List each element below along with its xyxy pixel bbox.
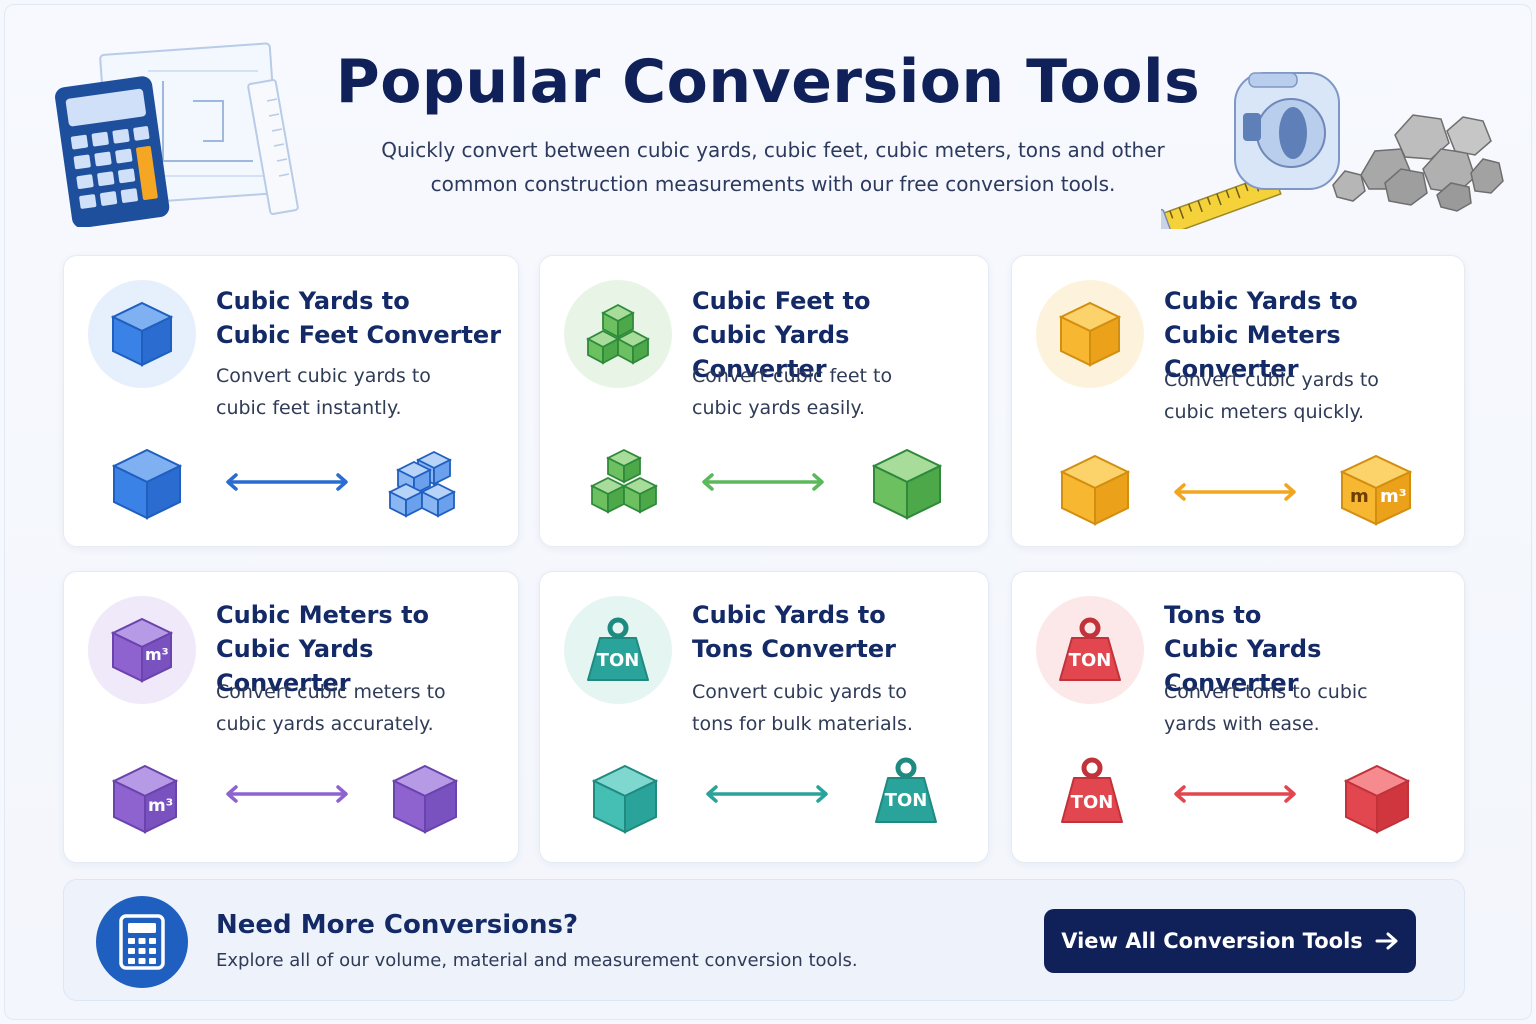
calculator-icon [96,896,188,988]
m3-label: m³ [148,796,174,816]
large-cube-icon [111,448,183,520]
large-cube-icon [1343,764,1411,834]
cube-icon [1058,301,1122,367]
page: Popular Conversion Tools Quickly convert… [4,4,1532,1020]
card-icon-badge [88,280,196,388]
card-icon-badge [1036,280,1144,388]
weight-ton-icon: TON [1058,756,1126,826]
double-arrow-icon [1174,785,1296,803]
view-all-conversion-tools-button[interactable]: View All Conversion Tools [1044,909,1416,973]
weight-ton-icon: TON [582,616,654,684]
double-arrow-icon [706,785,828,803]
stacked-small-cubes-icon [589,448,659,514]
cubic-meter-cube-icon: m³ [109,615,175,685]
large-cube-icon [1059,454,1131,526]
cube-icon [110,301,174,367]
banner-title: Need More Conversions? [216,910,579,940]
large-cube-icon [391,764,459,834]
cubic-meter-cube-icon: m m³ [1338,452,1414,528]
card-icon-badge [564,280,672,388]
stacked-small-cubes-icon [387,450,457,518]
stacked-cubes-icon [586,303,650,365]
double-arrow-icon [226,473,348,491]
ton-label: TON [1070,792,1114,813]
card-icon-badge: TON [564,596,672,704]
cubic-meter-cube-icon: m³ [110,762,180,836]
large-cube-icon [591,764,659,834]
page-title: Popular Conversion Tools [335,47,1201,117]
double-arrow-icon [702,473,824,491]
card-icon-badge: TON [1036,596,1144,704]
weight-ton-icon: TON [872,756,940,826]
ton-label: TON [884,790,928,811]
large-cube-icon [871,448,943,520]
arrow-right-icon [1375,932,1398,950]
ton-label: TON [1068,650,1112,671]
tape-measure-rocks-illustration [1161,72,1504,229]
m3-label: m³ [1380,486,1407,507]
double-arrow-icon [226,785,348,803]
m-label: m [1350,486,1369,507]
page-subtitle: Quickly convert between cubic yards, cub… [381,138,1165,196]
more-conversions-banner: Need More Conversions? Explore all of ou… [63,879,1465,1001]
double-arrow-icon [1174,483,1296,501]
button-label: View All Conversion Tools [1061,929,1363,953]
ton-label: TON [596,650,640,671]
weight-ton-icon: TON [1054,616,1126,684]
calculator-blueprint-illustration [55,42,299,227]
banner-description: Explore all of our volume, material and … [216,950,858,971]
card-icon-badge: m³ [88,596,196,704]
m3-label: m³ [145,645,169,664]
